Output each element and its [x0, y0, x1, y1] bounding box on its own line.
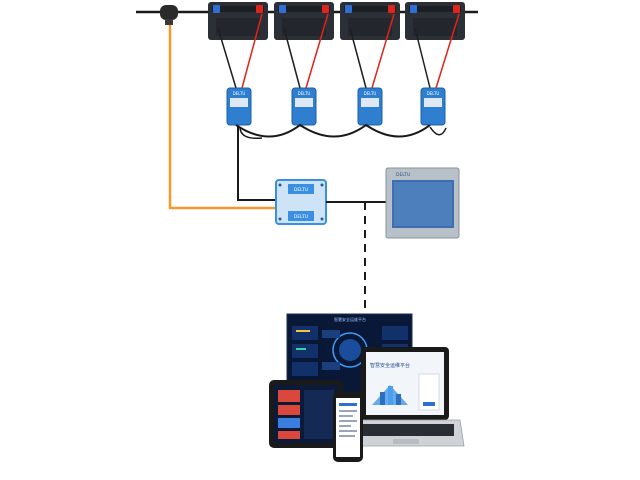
daisy-chain-cable-loop	[239, 126, 447, 140]
sensor-brand-label: DELTU	[427, 91, 440, 96]
daisy-chain-cable	[235, 123, 431, 138]
sensor-bus-cable	[237, 127, 276, 201]
battery-sensor-2: DELTU	[291, 87, 317, 126]
gateway-bottom-label: DELTU	[294, 214, 308, 220]
hmi-touch-panel: DELTU	[385, 167, 460, 239]
gateway-device: DELTU DELTU	[275, 179, 327, 225]
battery-2	[274, 2, 334, 40]
battery-3	[340, 2, 400, 40]
sensor-brand-label: DELTU	[364, 91, 377, 96]
gateway-top-label: DELTU	[294, 187, 308, 193]
hmi-brand-label: DELTU	[396, 172, 410, 178]
laptop-title: 智慧安全运维平台	[370, 362, 410, 369]
sensor-brand-label: DELTU	[233, 91, 246, 96]
laptop-device: 智慧安全运维平台	[345, 347, 465, 447]
battery-sensor-4: DELTU	[420, 87, 446, 126]
battery-4	[405, 2, 465, 40]
current-sensor-wire	[168, 25, 276, 210]
sensor-wires	[217, 13, 460, 89]
smartphone-device	[333, 392, 363, 462]
battery-sensor-1: DELTU	[226, 87, 252, 126]
current-clamp-icon	[160, 5, 178, 25]
tablet-device	[269, 380, 343, 448]
battery-1	[208, 2, 268, 40]
battery-sensor-3: DELTU	[357, 87, 383, 126]
dashboard-title: 智慧安全运维平台	[334, 316, 366, 322]
sensor-brand-label: DELTU	[298, 91, 311, 96]
